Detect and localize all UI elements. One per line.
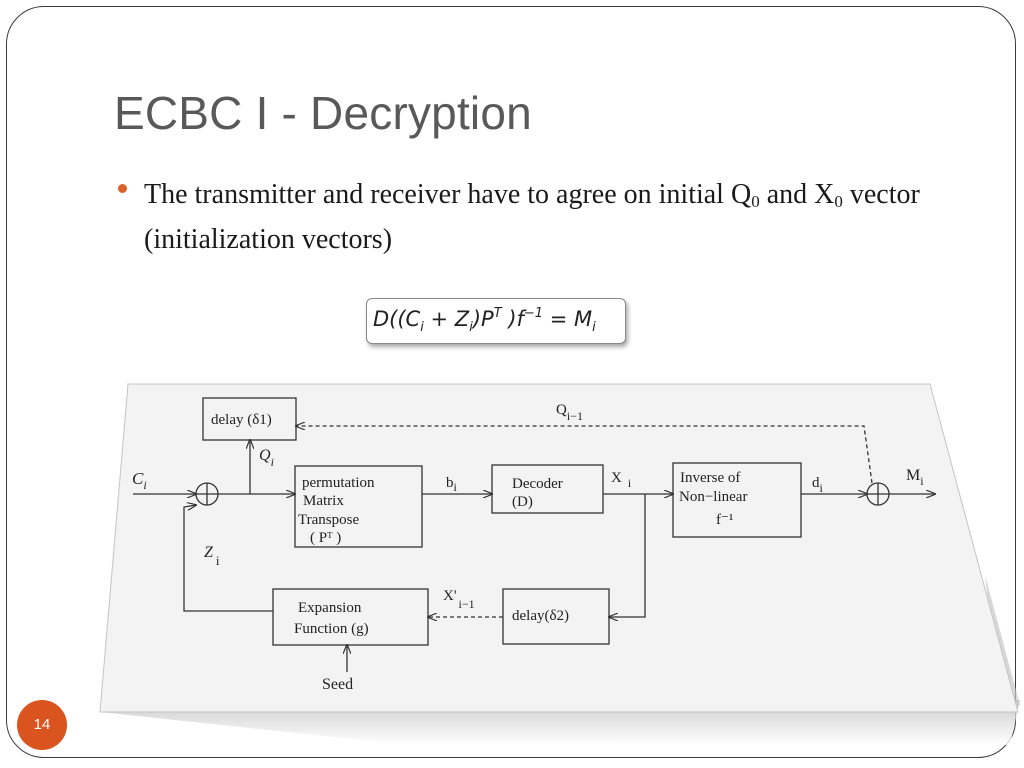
inverse-box	[672, 462, 802, 538]
inverse-label-3: f⁻¹	[716, 512, 733, 528]
inverse-label-2: Non−linear	[679, 489, 747, 505]
qi-label: Qi	[259, 447, 274, 469]
xprime-label: X'i−1	[443, 588, 475, 611]
formula-box: D((Ci + Zi)PT )f−1 = Mi	[366, 298, 626, 344]
delay1-label: delay (δ1)	[211, 412, 272, 428]
delay2-label: delay(δ2)	[512, 608, 569, 624]
permutation-box	[294, 465, 423, 548]
permutation-label-3: Transpose	[298, 512, 359, 528]
expansion-label-1: Expansion	[298, 600, 362, 616]
diagram-paper	[99, 383, 1019, 713]
permutation-label-2: Matrix	[303, 493, 344, 509]
bi-label: bi	[446, 475, 458, 494]
slide-title: ECBC I - Decryption	[114, 87, 532, 139]
seed-label: Seed	[322, 676, 353, 693]
bullet-item: The transmitter and receiver have to agr…	[118, 172, 958, 262]
bullet-text: The transmitter and receiver have to agr…	[144, 179, 920, 255]
expansion-label-2: Function (g)	[294, 621, 369, 637]
bullet-dot-icon	[118, 184, 127, 193]
decoder-label-1: Decoder	[512, 476, 563, 492]
slide-number-badge: 14	[17, 700, 67, 750]
inverse-label-1: Inverse of	[680, 470, 740, 486]
decoder-box	[491, 464, 604, 514]
slide-frame	[6, 6, 1016, 758]
permutation-label-1: permutation	[302, 475, 375, 491]
qi-minus-1-label: Qi−1	[556, 402, 583, 423]
di-label: di	[812, 475, 824, 495]
decryption-formula: D((Ci + Zi)PT )f−1 = Mi	[373, 306, 596, 335]
permutation-label-4: ( Pᵀ )	[310, 530, 341, 546]
decoder-label-2: (D)	[512, 494, 533, 510]
mi-label: Mi	[906, 467, 924, 488]
ci-label: Ci	[132, 469, 147, 492]
